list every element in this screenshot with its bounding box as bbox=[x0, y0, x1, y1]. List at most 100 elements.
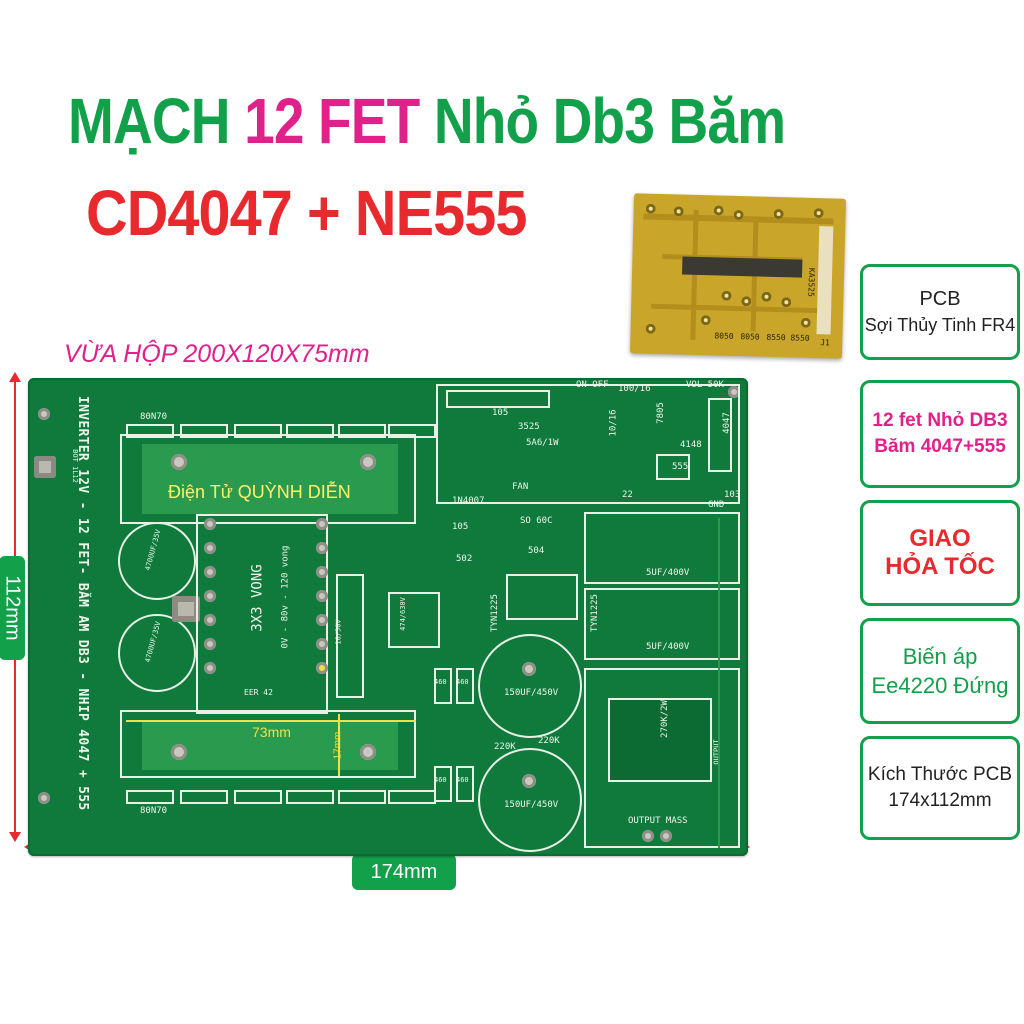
feature-1-line2: Sợi Thủy Tinh FR4 bbox=[864, 315, 1016, 336]
feature-3-line2: HỎA TỐC bbox=[885, 553, 995, 580]
fet-row-top: 80N70 bbox=[126, 406, 436, 442]
label-on-off: ON OFF bbox=[576, 380, 609, 390]
small-pcb-label-4: 8550 bbox=[790, 333, 810, 343]
winding-label: 0V - 80v - 120 vong bbox=[280, 545, 291, 649]
board-edge-trace bbox=[718, 518, 720, 848]
mount-hole bbox=[728, 386, 740, 398]
label-1n4007: 1N4007 bbox=[452, 496, 485, 506]
feature-4-line2: Ee4220 Đứng bbox=[871, 673, 1009, 698]
heatsink-hole bbox=[360, 744, 376, 760]
gnd-terminal bbox=[34, 456, 56, 478]
title-part2: Nhỏ Db3 Băm bbox=[433, 85, 786, 157]
heatsink-width-line bbox=[126, 720, 416, 722]
label-460-1: 460 bbox=[434, 678, 447, 686]
small-pcb-label-5: J1 bbox=[820, 338, 831, 348]
label-460-3: 460 bbox=[434, 776, 447, 784]
output-pad bbox=[642, 830, 654, 842]
hv-cap-pad bbox=[522, 662, 536, 676]
feature-transformer: Biến áp Ee4220 Đứng bbox=[860, 618, 1020, 724]
output-section bbox=[584, 668, 740, 848]
snubber-label: 10/50V bbox=[334, 619, 343, 645]
feature-5-line1: Kích Thước PCB bbox=[867, 764, 1013, 786]
film-cap-1 bbox=[584, 512, 740, 584]
resistor-label: 474/630V bbox=[398, 597, 407, 631]
page-title-line1: MẠCH 12 FET Nhỏ Db3 Băm bbox=[68, 84, 902, 158]
brand-label: Điện Tử QUỲNH DIỄN bbox=[168, 482, 351, 502]
box-size-note: VỪA HỘP 200X120X75mm bbox=[64, 340, 370, 368]
heatsink-bottom-fill bbox=[142, 720, 398, 770]
hv-cap-1 bbox=[478, 634, 582, 738]
fet-row-bottom: 80N70 bbox=[126, 790, 436, 826]
label-220k-2: 220K bbox=[538, 736, 560, 746]
core-label: EER 42 bbox=[244, 688, 273, 697]
label-10-16: 10/16 bbox=[608, 409, 619, 437]
cap-4700uf-1 bbox=[118, 522, 196, 600]
ic-socket-4047 bbox=[708, 398, 732, 472]
feature-1-line1: PCB bbox=[919, 288, 961, 311]
output-relay bbox=[608, 698, 712, 782]
feature-2-line2: Băm 4047+555 bbox=[874, 436, 1006, 457]
title-highlight: 12 FET bbox=[244, 85, 420, 157]
feature-3-line1: GIAO bbox=[909, 525, 971, 553]
height-arrow-top bbox=[9, 372, 21, 382]
resistor-460-2 bbox=[456, 668, 474, 704]
height-dimension-text: 112mm bbox=[1, 575, 24, 641]
heatsink-width-label: 73mm bbox=[252, 724, 291, 740]
label-4148: 4148 bbox=[680, 440, 702, 450]
label-22: GND bbox=[708, 500, 725, 510]
output-label: OUTPUT MASS bbox=[628, 816, 688, 826]
snubber-box bbox=[336, 574, 364, 698]
label-fan: FAN bbox=[512, 482, 529, 492]
control-section bbox=[436, 384, 740, 504]
label-460-4: 460 bbox=[456, 776, 469, 784]
feature-circuit-type: 12 fet Nhỏ DB3 Băm 4047+555 bbox=[860, 380, 1020, 488]
label-220k-1: 220K bbox=[494, 742, 516, 752]
mosfet-driver bbox=[172, 596, 200, 622]
film-cap-label-1: 5UF/400V bbox=[646, 568, 690, 578]
label-so60c: SO 60C bbox=[520, 516, 553, 526]
label-502: 502 bbox=[456, 554, 473, 564]
heatsink-hole bbox=[360, 454, 376, 470]
feature-2-line1: 12 fet Nhỏ DB3 bbox=[872, 410, 1008, 432]
small-pcb-label-3: 8550 bbox=[766, 332, 786, 343]
resistor-460-3 bbox=[434, 766, 452, 802]
width-dimension-label: 174mm bbox=[352, 854, 456, 890]
mount-hole bbox=[38, 408, 50, 420]
small-pcb-label-2: 8050 bbox=[740, 332, 760, 342]
heatsink-bottom bbox=[120, 710, 416, 778]
hv-cap-2 bbox=[478, 748, 582, 852]
label-504: 504 bbox=[528, 546, 545, 556]
title-line2-text: CD4047 + NE555 bbox=[86, 177, 527, 249]
transformer-outline bbox=[196, 514, 328, 714]
board-side-label: INVERTER 12V - 12 FET- BĂM AM DB3 - NHIP… bbox=[75, 396, 90, 811]
transformer-pins-right bbox=[316, 518, 330, 678]
small-pcb-label-ic: KA3525 bbox=[806, 267, 817, 297]
heatsink-height-label: 17mm bbox=[332, 731, 344, 760]
header-3525 bbox=[446, 390, 550, 408]
output-pad bbox=[660, 830, 672, 842]
heatsink-height-line bbox=[338, 714, 340, 776]
label-460-2: 460 bbox=[456, 678, 469, 686]
mount-hole bbox=[38, 792, 50, 804]
heatsink-hole bbox=[171, 744, 187, 760]
heatsink-top bbox=[120, 434, 416, 524]
cap-4700uf-2 bbox=[118, 614, 196, 692]
feature-fast-delivery: GIAO HỎA TỐC bbox=[860, 500, 1020, 606]
feature-5-line2: 174x112mm bbox=[888, 790, 992, 811]
title-part1: MẠCH bbox=[68, 85, 231, 157]
transformer-label: 3X3 VONG bbox=[249, 564, 266, 632]
resistor-460-4 bbox=[456, 766, 474, 802]
label-5a6: 5A6/1W bbox=[526, 438, 559, 448]
feature-pcb-material: PCB Sợi Thủy Tinh FR4 bbox=[860, 264, 1020, 360]
transformer-pins-left bbox=[204, 518, 218, 678]
label-vol: VOL 50K bbox=[686, 380, 724, 390]
height-arrow-bottom bbox=[9, 832, 21, 842]
main-pcb-board: BOT 1L12 INVERTER 12V - 12 FET- BĂM AM D… bbox=[28, 378, 748, 856]
label-555: 555 bbox=[672, 462, 689, 472]
film-cap-2 bbox=[584, 588, 740, 660]
hv-cap-label-2: 150UF/450V bbox=[504, 800, 559, 810]
label-270k: 270K/2W bbox=[659, 700, 670, 738]
label-105-a: 105 bbox=[492, 408, 509, 418]
label-103: 22 bbox=[622, 490, 633, 500]
heatsink-hole bbox=[171, 454, 187, 470]
